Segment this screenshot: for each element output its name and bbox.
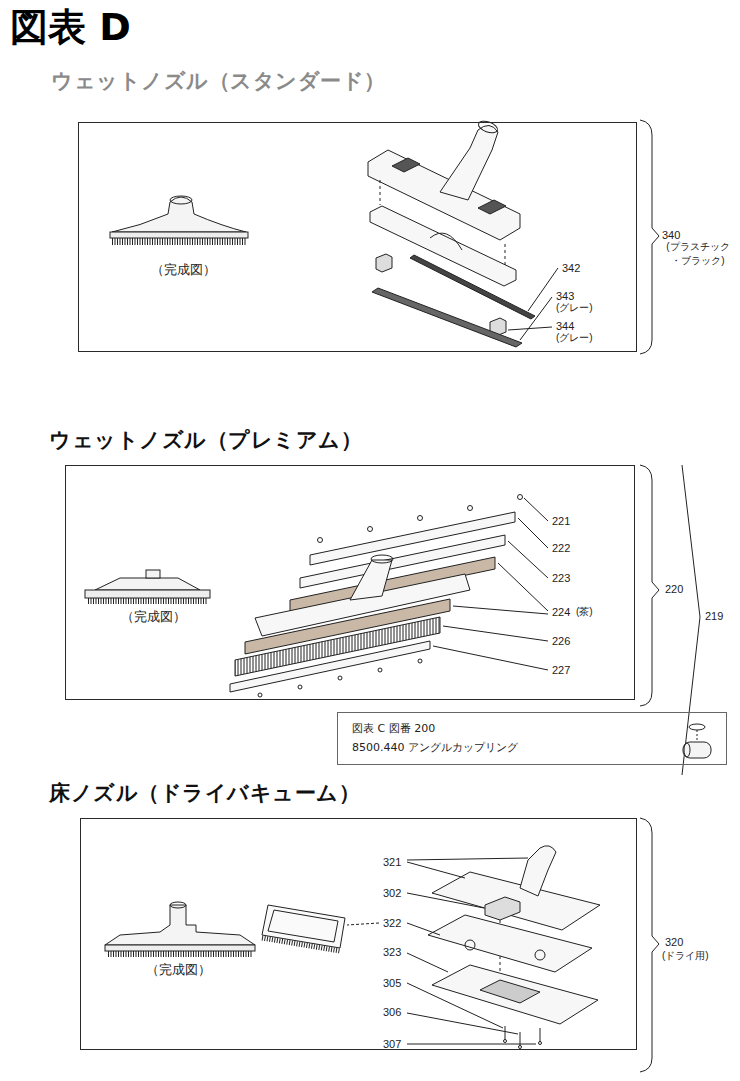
callout-number: 223	[552, 572, 570, 585]
callout-number: 306	[383, 1006, 401, 1019]
page-title: 図表 D	[10, 2, 131, 53]
callout-number: 321	[383, 856, 401, 869]
callout-number: (茶)	[576, 606, 593, 618]
callout-number: (プラスチック ・ブラック)	[662, 240, 734, 267]
callout-number: 220	[665, 583, 683, 596]
callout-number: (ドライ用)	[662, 950, 709, 962]
reference-note: 8500.440 アングルカップリング	[352, 740, 518, 755]
callout-number: 219	[705, 610, 723, 623]
callout-number: 222	[552, 542, 570, 555]
callout-number: 221	[552, 515, 570, 528]
callout-number: 226	[552, 635, 570, 648]
view-caption: （完成図）	[121, 608, 186, 626]
section-heading: 床ノズル（ドライバキューム）	[49, 779, 360, 807]
callout-number: 227	[552, 664, 570, 677]
callout-number: 323	[383, 946, 401, 959]
callout-number: 340	[662, 229, 680, 242]
callout-number: 344	[556, 320, 574, 333]
section-heading: ウェットノズル（プレミアム）	[49, 426, 362, 454]
parts-frame: 床ノズル（ドライバキューム）（完成図）	[80, 818, 637, 1050]
callout-number: 307	[383, 1038, 401, 1051]
callout-number: 224	[552, 606, 570, 619]
callout-number: 305	[383, 977, 401, 990]
view-caption: （完成図）	[151, 261, 216, 279]
parts-frame: ウェットノズル（スタンダード）（完成図）	[78, 122, 637, 352]
section-heading: ウェットノズル（スタンダード）	[51, 67, 386, 95]
callout-number: 320	[665, 936, 683, 949]
callout-number: 343	[556, 290, 574, 303]
callout-number: (グレー)	[556, 302, 593, 314]
callout-number: 342	[562, 262, 580, 275]
callout-number: 322	[383, 917, 401, 930]
view-caption: （完成図）	[146, 961, 211, 979]
reference-note: 図表 C 図番 200	[352, 721, 435, 736]
parts-frame: ウェットノズル（プレミアム）（完成図）	[65, 465, 635, 700]
parts-frame: 図表 C 図番 200 8500.440 アングルカップリング	[337, 712, 727, 765]
callout-number: (グレー)	[556, 332, 593, 344]
callout-number: 302	[383, 887, 401, 900]
